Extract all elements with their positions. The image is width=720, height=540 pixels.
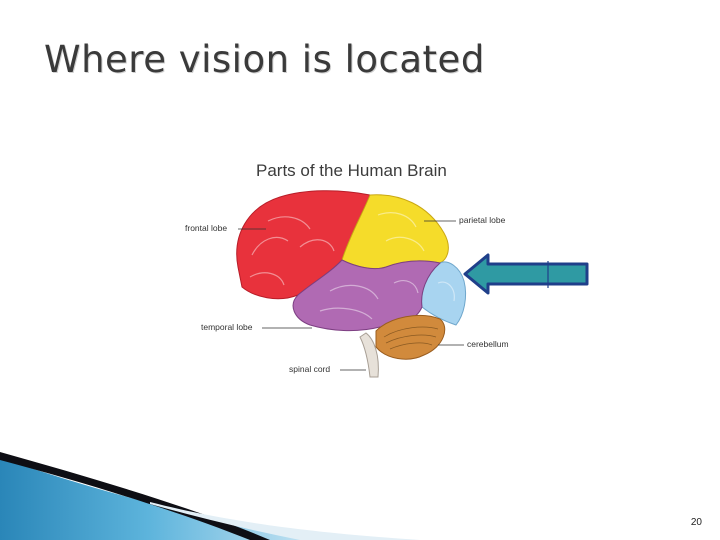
label-frontal-lobe: frontal lobe bbox=[185, 223, 228, 233]
label-parietal-lobe: parietal lobe bbox=[459, 215, 506, 225]
label-temporal-lobe: temporal lobe bbox=[201, 322, 253, 332]
label-leader-lines bbox=[238, 220, 464, 371]
figure-title: Parts of the Human Brain bbox=[256, 161, 447, 180]
label-spinal-cord: spinal cord bbox=[289, 364, 331, 374]
spinal-cord-region bbox=[359, 332, 379, 378]
cerebellum-folds bbox=[383, 326, 439, 350]
left-arrow-icon bbox=[463, 253, 589, 295]
page-number: 20 bbox=[690, 517, 702, 528]
gyri-texture bbox=[249, 212, 455, 320]
temporal-lobe-region bbox=[292, 259, 442, 332]
label-cerebellum: cerebellum bbox=[467, 339, 509, 349]
brain-illustration bbox=[236, 190, 467, 378]
slide-title: Where vision is located bbox=[44, 38, 485, 81]
cerebellum-region bbox=[375, 314, 446, 360]
footer-swoosh-decoration bbox=[0, 452, 420, 540]
